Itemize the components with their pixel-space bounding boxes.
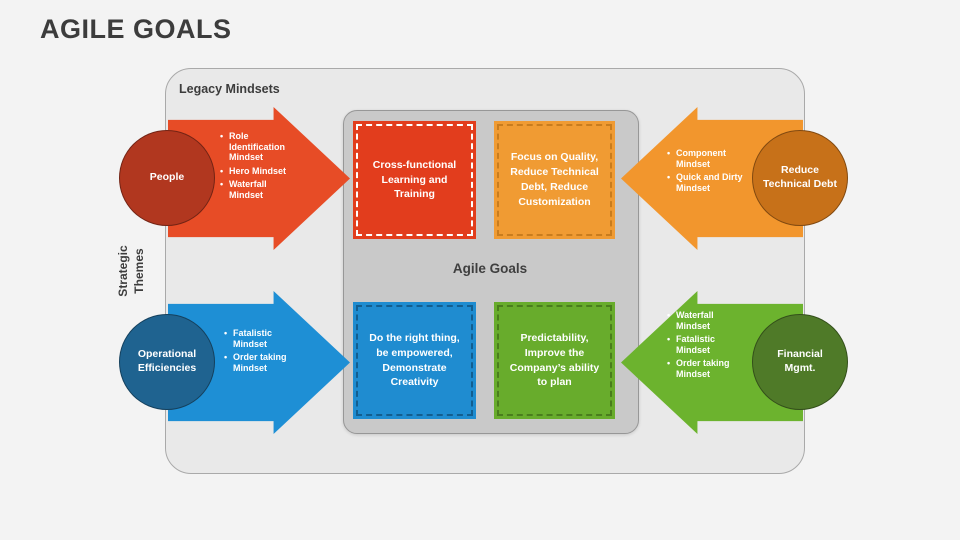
slide-title: AGILE GOALS xyxy=(40,14,232,44)
circle-label: Operational Efficiencies xyxy=(137,348,197,374)
list-item: Fatalistic Mindset xyxy=(223,328,305,349)
goal-box-reduce-technical-debt: Focus on Quality, Reduce Technical Debt,… xyxy=(494,121,615,239)
operational-efficiencies-mindsets-list: Fatalistic Mindset Order taking Mindset xyxy=(223,328,305,376)
list-item: Component Mindset xyxy=(666,148,748,169)
goal-box-financial-mgmt: Predictability, Improve the Company’s ab… xyxy=(494,302,615,419)
list-item: Quick and Dirty Mindset xyxy=(666,172,748,193)
goal-box-people: Cross-functional Learning and Training xyxy=(353,121,476,239)
circle-label: Reduce Technical Debt xyxy=(763,164,837,190)
reduce-technical-debt-mindsets-list: Component Mindset Quick and Dirty Mindse… xyxy=(666,148,748,196)
list-item: Order taking Mindset xyxy=(666,358,748,379)
circle-label: Financial Mgmt. xyxy=(777,348,823,374)
list-item: Waterfall Mindset xyxy=(219,179,301,200)
reduce-technical-debt-circle: Reduce Technical Debt xyxy=(752,130,848,226)
list-item: Order taking Mindset xyxy=(223,352,305,373)
list-item: Role Identification Mindset xyxy=(219,131,301,163)
goal-text: Focus on Quality, Reduce Technical Debt,… xyxy=(510,151,599,208)
people-circle: People xyxy=(119,130,215,226)
list-item: Waterfall Mindset xyxy=(666,310,748,331)
strategic-themes-label: Strategic Themes xyxy=(116,245,146,297)
financial-mgmt-mindsets-list: Waterfall Mindset Fatalistic Mindset Ord… xyxy=(666,310,748,383)
goal-text: Cross-functional Learning and Training xyxy=(372,158,457,201)
goal-text: Do the right thing, be empowered, Demons… xyxy=(369,331,460,389)
goal-box-operational-efficiencies: Do the right thing, be empowered, Demons… xyxy=(353,302,476,419)
list-item: Hero Mindset xyxy=(219,166,301,177)
legacy-mindsets-label: Legacy Mindsets xyxy=(179,82,280,96)
agile-goals-label: Agile Goals xyxy=(452,261,528,276)
circle-label: People xyxy=(149,171,185,184)
financial-mgmt-circle: Financial Mgmt. xyxy=(752,314,848,410)
operational-efficiencies-circle: Operational Efficiencies xyxy=(119,314,215,410)
list-item: Fatalistic Mindset xyxy=(666,334,748,355)
goal-text: Predictability, Improve the Company’s ab… xyxy=(509,331,600,389)
people-mindsets-list: Role Identification Mindset Hero Mindset… xyxy=(219,131,301,204)
